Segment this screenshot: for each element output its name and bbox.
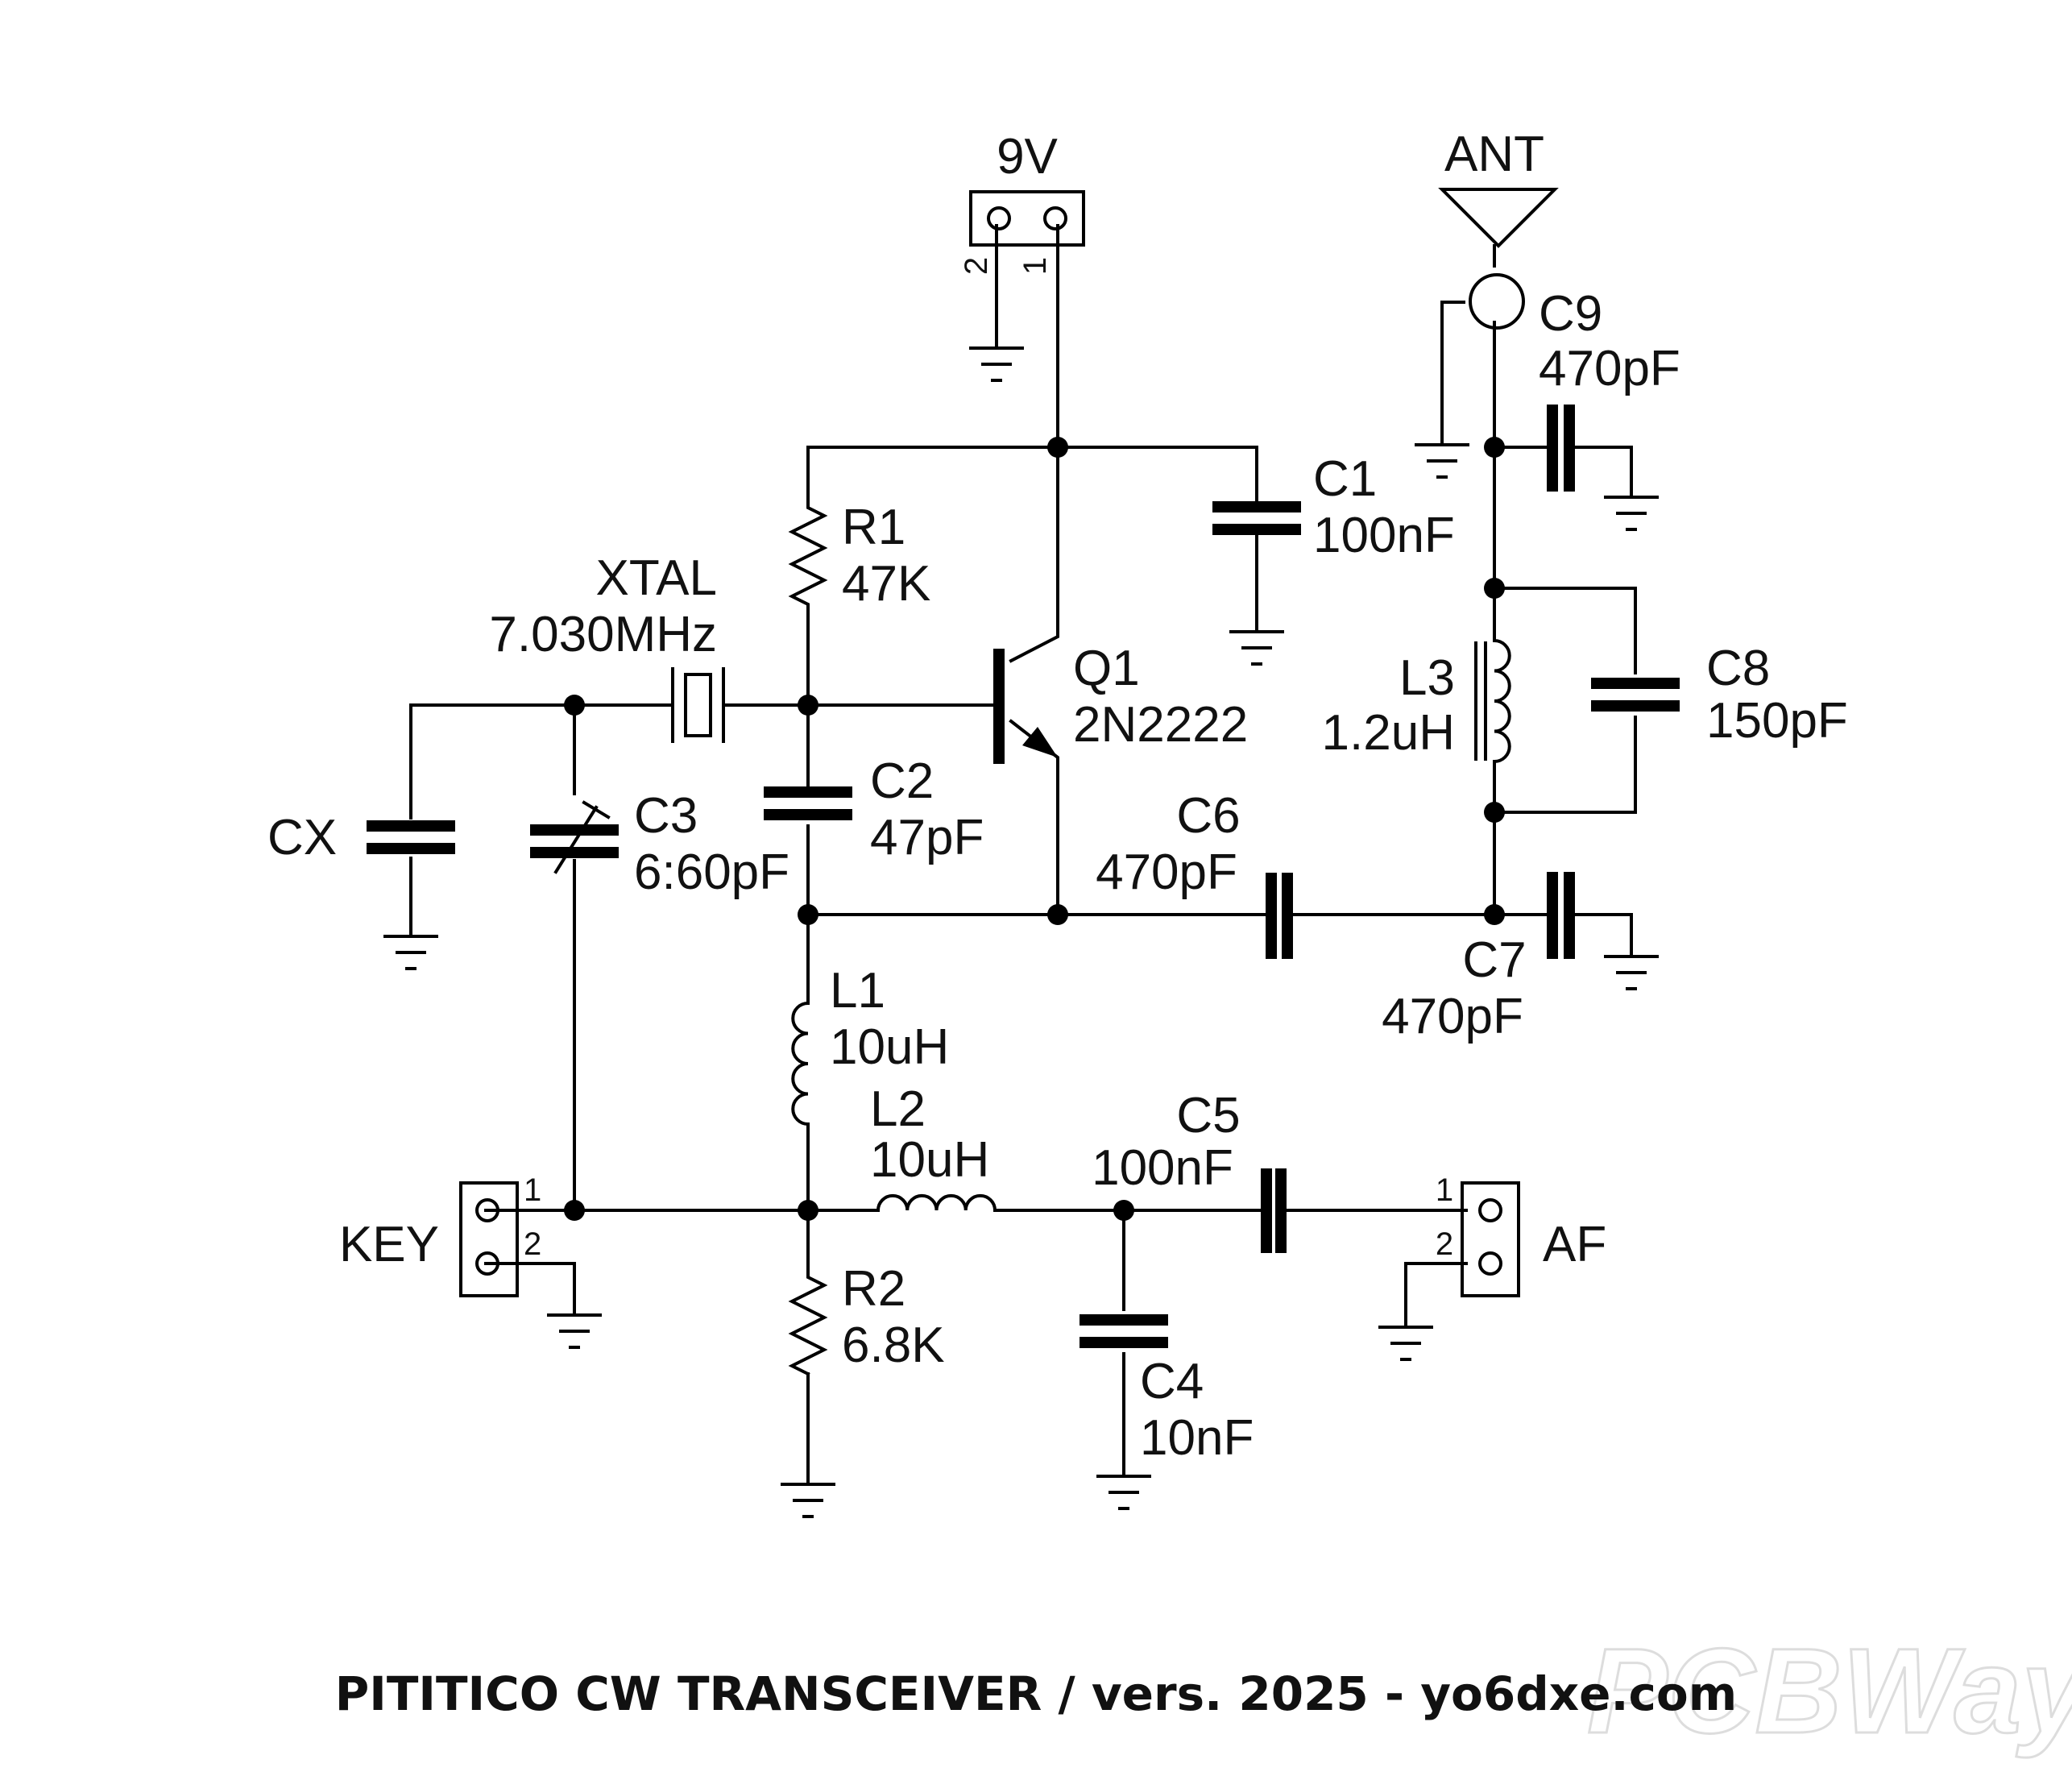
- key-connector-label: KEY: [339, 1217, 439, 1272]
- c8-value: 150pF: [1706, 693, 1848, 749]
- ground-c9: [1604, 496, 1659, 531]
- af-pin1-label: 1: [1436, 1172, 1453, 1208]
- l1-value: 10uH: [830, 1019, 949, 1075]
- capacitor-c4: C4 10nF: [1080, 1314, 1254, 1466]
- l3-ref: L3: [1399, 650, 1455, 706]
- ground-c1: [1229, 630, 1284, 666]
- c4-ref: C4: [1140, 1354, 1204, 1409]
- l1-ref: L1: [830, 963, 885, 1019]
- ground-ant: [1415, 443, 1469, 479]
- power-connector-label: 9V: [997, 129, 1058, 185]
- c6-value: 470pF: [1096, 844, 1237, 900]
- r1-value: 47K: [842, 556, 930, 612]
- inductor-l3: L3 1.2uH: [1322, 587, 1511, 814]
- af-pin2-label: 2: [1436, 1226, 1453, 1262]
- ground-symbols: [383, 346, 1659, 1518]
- ground-c7: [1604, 955, 1659, 990]
- power-connector: 9V 2 1: [959, 129, 1085, 275]
- key-connector: KEY 1 2: [339, 1172, 541, 1297]
- c5-value: 100nF: [1092, 1140, 1233, 1196]
- l3-value: 1.2uH: [1322, 705, 1455, 761]
- c3-ref: C3: [634, 788, 698, 844]
- l2-ref: L2: [870, 1081, 926, 1137]
- c5-ref: C5: [1176, 1088, 1240, 1143]
- capacitor-c8: C8 150pF: [1591, 641, 1848, 749]
- ground-key: [547, 1313, 602, 1349]
- c2-ref: C2: [870, 753, 934, 809]
- resistor-r1: R1 47K: [788, 488, 930, 618]
- capacitor-c7: C7 470pF: [1382, 872, 1575, 1044]
- pcbway-watermark: PCBWay: [1587, 1623, 2072, 1758]
- antenna-label: ANT: [1444, 127, 1544, 182]
- resistor-r2: R2 6.8K: [788, 1261, 945, 1376]
- c3-value: 6:60pF: [634, 844, 789, 900]
- c9-value: 470pF: [1539, 341, 1680, 396]
- ground-cx: [383, 935, 438, 970]
- r2-value: 6.8K: [842, 1317, 945, 1373]
- capacitor-c5: C5 100nF: [1092, 1088, 1287, 1253]
- xtal-ref: XTAL: [596, 550, 717, 606]
- capacitor-c2: C2 47pF: [764, 753, 984, 865]
- ground-9v: [969, 346, 1024, 382]
- af-connector: AF 1 2: [1436, 1172, 1606, 1297]
- c8-ref: C8: [1706, 641, 1770, 696]
- inductor-l1: L1 10uH: [791, 963, 949, 1127]
- key-pin2-label: 2: [524, 1226, 541, 1262]
- cx-ref: CX: [267, 810, 337, 865]
- crystal-xtal: XTAL 7.030MHz: [489, 550, 725, 743]
- c4-value: 10nF: [1140, 1410, 1254, 1466]
- junctions: [564, 437, 1505, 1221]
- af-connector-label: AF: [1543, 1217, 1606, 1272]
- inductor-l2: L2 10uH: [870, 1081, 997, 1213]
- c7-ref: C7: [1462, 932, 1526, 988]
- ground-c4: [1096, 1475, 1151, 1510]
- r2-ref: R2: [842, 1261, 905, 1317]
- power-pin1-label: 1: [1017, 257, 1053, 275]
- xtal-value: 7.030MHz: [489, 607, 717, 662]
- power-pin2-label: 2: [959, 257, 994, 275]
- key-pin1-label: 1: [524, 1172, 541, 1208]
- c9-ref: C9: [1539, 286, 1602, 342]
- ground-r2: [781, 1483, 835, 1518]
- c1-ref: C1: [1313, 451, 1377, 507]
- transistor-q1: Q1 2N2222: [993, 641, 1248, 764]
- capacitor-c1: C1 100nF: [1212, 451, 1455, 563]
- c6-ref: C6: [1176, 788, 1240, 844]
- c2-value: 47pF: [870, 810, 984, 865]
- capacitor-c9: C9 470pF: [1539, 286, 1680, 492]
- l2-value: 10uH: [870, 1132, 989, 1188]
- r1-ref: R1: [842, 500, 905, 555]
- c7-value: 470pF: [1382, 989, 1523, 1044]
- ground-af: [1378, 1326, 1433, 1361]
- antenna: ANT: [1438, 127, 1559, 330]
- q1-ref: Q1: [1073, 641, 1140, 696]
- capacitor-cx: CX: [267, 810, 455, 865]
- trimmer-capacitor-c3: C3 6:60pF: [530, 788, 789, 900]
- capacitor-c6: C6 470pF: [1096, 788, 1293, 959]
- q1-value: 2N2222: [1073, 697, 1248, 753]
- c1-value: 100nF: [1313, 508, 1455, 563]
- schematic-title: PITITICO CW TRANSCEIVER / vers. 2025 - y…: [335, 1666, 1737, 1721]
